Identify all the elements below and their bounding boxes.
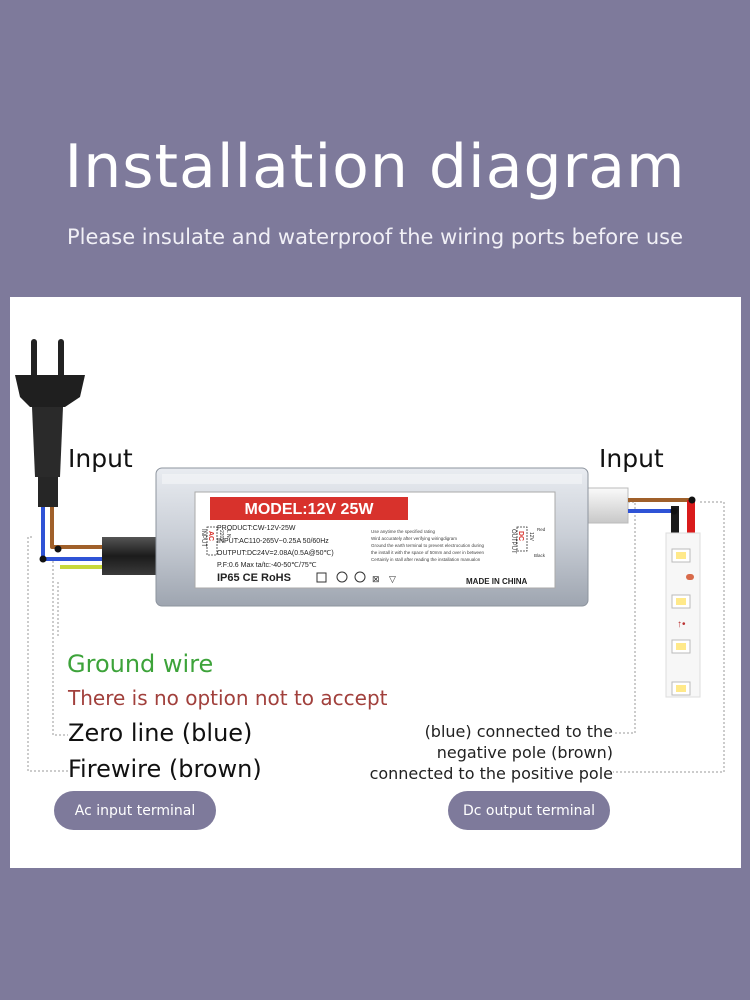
page-title: Installation diagram xyxy=(64,132,686,202)
ac-cable xyxy=(102,537,162,575)
svg-text:PRODUCT:CW-12V-25W: PRODUCT:CW-12V-25W xyxy=(217,525,296,532)
dc-note-line-2: negative pole (brown) xyxy=(436,743,613,762)
svg-text:the install it with the space: the install it with the space of 50mm an… xyxy=(371,550,485,555)
zero-line-label: Zero line (blue) xyxy=(68,719,253,747)
svg-text:▽: ▽ xyxy=(389,574,396,584)
input-label-right: Input xyxy=(599,444,664,473)
diagram-panel: ↑• MODEL:12V 25W PRODUCT:CW-12V-25W INPU… xyxy=(10,297,741,868)
led-strip-icon: ↑• xyxy=(665,532,701,698)
svg-text:220V: 220V xyxy=(218,530,224,542)
ground-wire-label: Ground wire xyxy=(67,650,214,678)
svg-text:INPUT:AC110-265V~0.25A 50/60Hz: INPUT:AC110-265V~0.25A 50/60Hz xyxy=(217,538,329,545)
svg-text:P.F:0.6 Max ta/tc:-40-50℃/75℃: P.F:0.6 Max ta/tc:-40-50℃/75℃ xyxy=(217,562,317,569)
svg-text:Red: Red xyxy=(537,527,546,532)
plug-icon xyxy=(15,339,85,507)
cert-icons: ⊠ ▽ xyxy=(316,571,396,584)
svg-text:Certainly in stall after readi: Certainly in stall after reading the ins… xyxy=(371,557,481,562)
svg-text:IP65 CE RoHS: IP65 CE RoHS xyxy=(217,572,291,584)
svg-text:Ground the earth terminal to p: Ground the earth terminal to prevent ele… xyxy=(371,543,485,548)
svg-text:↑•: ↑• xyxy=(677,619,686,630)
page-subtitle: Please insulate and waterproof the wirin… xyxy=(66,225,684,249)
ac-wires xyxy=(39,507,117,569)
power-supply-unit: MODEL:12V 25W PRODUCT:CW-12V-25W INPUT:A… xyxy=(155,467,589,607)
leader-lines xyxy=(27,501,725,773)
input-label-left: Input xyxy=(68,444,133,473)
svg-text:MADE IN CHINA: MADE IN CHINA xyxy=(466,577,528,586)
dc-brown-wire xyxy=(628,498,694,537)
brown-wire xyxy=(50,507,117,549)
svg-text:L N: L N xyxy=(225,530,231,538)
svg-text:OUTPUT:DC24V=2.08A(0.5A@50℃): OUTPUT:DC24V=2.08A(0.5A@50℃) xyxy=(217,550,334,557)
svg-text:Wird accurately after verifyin: Wird accurately after verifying wiringdi… xyxy=(371,536,457,541)
svg-text:Use anytime the specified rati: Use anytime the specified rating xyxy=(371,529,436,534)
model-text: MODEL:12V 25W xyxy=(245,501,375,518)
dc-wires xyxy=(628,496,696,542)
svg-text:INPUT: INPUT xyxy=(200,529,206,547)
dc-output-terminal-badge: Dc output terminal xyxy=(448,791,610,830)
svg-text:OUTPUT: OUTPUT xyxy=(510,529,516,554)
svg-text:12V: 12V xyxy=(528,532,534,542)
svg-text:AC: AC xyxy=(207,531,214,541)
svg-text:⊠: ⊠ xyxy=(372,574,380,584)
wiring-diagram: ↑• MODEL:12V 25W PRODUCT:CW-12V-25W INPU… xyxy=(15,339,725,773)
dc-note-line-1: (blue) connected to the xyxy=(424,722,613,741)
svg-text:DC: DC xyxy=(517,531,524,541)
ac-input-terminal-badge: Ac input terminal xyxy=(54,791,216,830)
svg-text:Black: Black xyxy=(534,553,546,558)
no-option-note: There is no option not to accept xyxy=(68,686,388,710)
firewire-label: Firewire (brown) xyxy=(68,755,262,783)
dc-note-line-3: connected to the positive pole xyxy=(369,764,613,783)
model-banner xyxy=(210,497,408,520)
